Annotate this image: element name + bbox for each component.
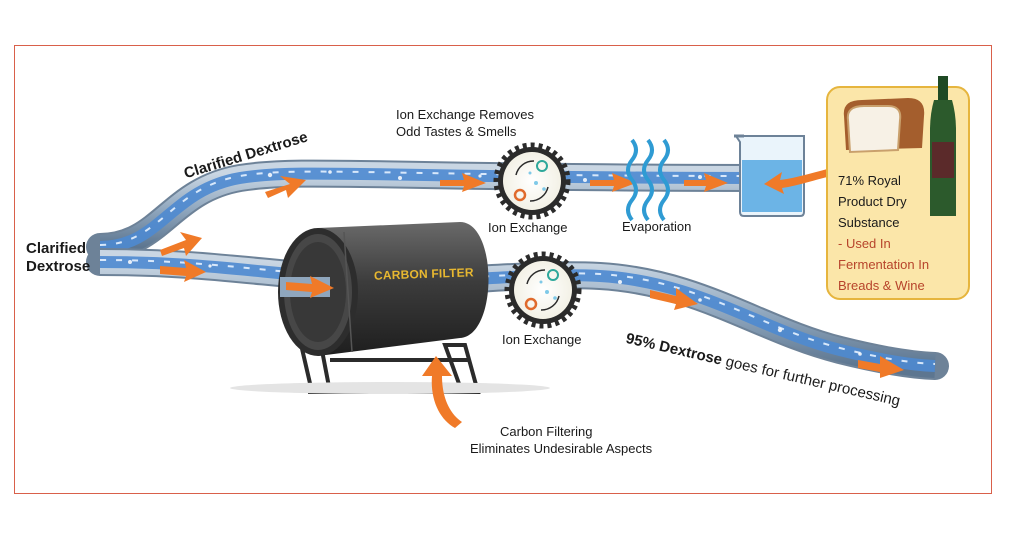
info-line: Product Dry — [838, 194, 907, 209]
ion-exchange-top-label: Ion Exchange — [488, 220, 568, 235]
label-line: Carbon Filtering — [500, 424, 593, 439]
flow-arrow-icon — [286, 276, 334, 298]
flow-arrow-icon — [764, 166, 840, 194]
label-line: Eliminates Undesirable Aspects — [470, 441, 653, 456]
ion-exchange-gear-icon — [504, 251, 582, 329]
info-accent-line: Fermentation In — [838, 257, 930, 272]
water-bubbles — [128, 170, 862, 356]
beaker-icon — [734, 134, 805, 217]
evaporation-label: Evaporation — [622, 219, 692, 234]
info-accent-line: Breads & Wine — [838, 278, 925, 293]
label-line: Odd Tastes & Smells — [396, 124, 517, 139]
carbon-filter-tank — [230, 222, 550, 394]
info-box-text: 71% Royal Product Dry Substance - Used I… — [838, 170, 948, 296]
ion-exchange-gear-icon — [493, 142, 571, 220]
info-line: 71% Royal — [838, 173, 901, 188]
info-line: Substance — [838, 215, 900, 230]
label-line: Clarified — [26, 240, 87, 257]
label-line: Ion Exchange Removes — [396, 107, 535, 122]
carbon-filtering-label: Carbon Filtering Eliminates Undesirable … — [470, 423, 652, 457]
ion-exchange-bottom-label: Ion Exchange — [502, 332, 582, 347]
info-box-graphics — [843, 76, 956, 216]
clarified-dextrose-left-label: Clarified Dextrose — [26, 240, 90, 276]
carbon-filtering-arrow-icon — [422, 356, 462, 428]
evaporation-waves-icon — [626, 138, 670, 222]
diagram-frame — [14, 45, 992, 494]
wine-bottle-icon — [930, 76, 956, 216]
bread-icon — [843, 98, 925, 154]
ion-removes-label: Ion Exchange Removes Odd Tastes & Smells — [396, 106, 534, 140]
label-line: Dextrose — [26, 258, 91, 275]
info-accent-line: - Used In — [838, 236, 891, 251]
